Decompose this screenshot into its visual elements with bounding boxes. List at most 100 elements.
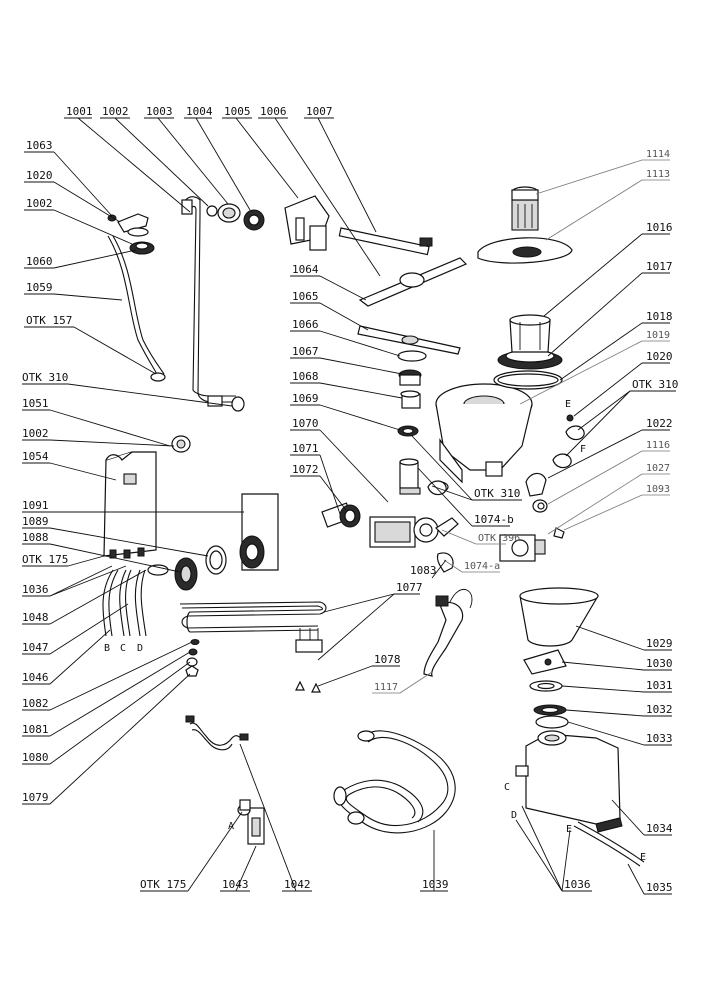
letter-c-tank: C [504,782,510,793]
softener-hose-1035-part [573,821,645,867]
hoses-bcd-part [102,569,147,637]
callout-1046: 1046 [22,671,49,684]
letter-c: C [120,643,126,654]
wash-pump-part [369,516,459,548]
bushing-stack-part [397,350,427,437]
callout-1022: 1022 [646,417,673,430]
upper-spray-arm-part [284,195,433,256]
letter-e-hose: E [640,852,646,863]
callout-1029: 1029 [646,637,673,650]
callout-1083: 1083 [410,564,437,577]
callout-1051: 1051 [22,397,49,410]
callout-1036-right: 1036 [564,878,591,891]
callout-1059: 1059 [26,281,53,294]
callout-1004: 1004 [186,105,213,118]
callout-1065: 1065 [292,290,319,303]
callout-1042: 1042 [284,878,311,891]
callout-1039: 1039 [422,878,449,891]
letter-a: A [228,821,234,832]
callout-1069: 1069 [292,392,319,405]
dispenser-1054-part [103,435,191,576]
letter-d-tank: D [511,810,517,821]
letter-e-tank: E [566,824,572,835]
callout-1048: 1048 [22,611,49,624]
hose-1083-part [436,552,454,573]
callout-1093: 1093 [646,484,670,495]
callout-1027: 1027 [646,463,670,474]
callout-1082: 1082 [22,697,49,710]
callout-1019: 1019 [646,330,670,341]
callout-1018: 1018 [646,310,673,323]
callout-1064: 1064 [292,263,319,276]
callout-otk157: OTK 157 [26,314,72,327]
inlet-valve-1043-part [237,799,265,845]
drain-hose-1039-part [333,730,456,834]
callout-otk175-bottom: OTK 175 [140,878,186,891]
callout-1006: 1006 [260,105,287,118]
callout-labels: 1001 1002 1003 1004 1005 1006 1007 1063 … [22,105,678,894]
callout-1117: 1117 [374,682,398,693]
callout-1002: 1002 [102,105,129,118]
callout-1071: 1071 [292,442,319,455]
callout-1072: 1072 [292,463,319,476]
callout-otk396: OTK 396 [478,533,520,544]
callout-otk310-center: OTK 310 [474,487,520,500]
callout-1002-left: 1002 [26,197,53,210]
callout-1007: 1007 [306,105,333,118]
callout-otk310-right: OTK 310 [632,378,678,391]
callout-1114: 1114 [646,149,670,160]
callout-1017: 1017 [646,260,673,273]
micro-filter-part [477,186,573,264]
callout-1067: 1067 [292,345,319,358]
callout-1005: 1005 [224,105,251,118]
callout-1016: 1016 [646,221,673,234]
callout-1032: 1032 [646,703,673,716]
small-fittings-part [185,639,200,677]
callout-1002-mid: 1002 [22,427,49,440]
callout-1001: 1001 [66,105,93,118]
callout-1074-b: 1074-b [474,513,514,526]
callout-1031: 1031 [646,679,673,692]
lower-spray-arm-1064-part [358,257,468,307]
feet-1078-part [295,680,321,693]
callout-1030: 1030 [646,657,673,670]
callout-1047: 1047 [22,641,49,654]
callout-1077: 1077 [396,581,423,594]
inlet-assembly-part [107,213,155,255]
callout-otk175-left: OTK 175 [22,553,68,566]
letter-e-top: E [565,399,571,410]
hose-clamps-part [427,414,585,513]
callout-1003: 1003 [146,105,173,118]
letter-markers: B C D A E F C D E E [104,399,646,863]
salt-funnel-1029-part [519,587,599,647]
pipe-fittings-part [206,203,265,231]
callout-1063: 1063 [26,139,53,152]
spray-arm-1065-part [357,325,461,355]
softener-parts-part [523,649,569,729]
sump-1019-part [435,383,533,484]
callout-1054: 1054 [22,450,49,463]
wire-1042-part [185,715,249,751]
callout-1079: 1079 [22,791,49,804]
letter-b: B [104,643,110,654]
letter-f: F [580,444,586,455]
callout-1074-a: 1074-a [464,561,500,572]
softener-tank-1034-part [515,730,623,833]
callout-1035: 1035 [646,881,673,894]
leader-lines [22,117,676,895]
callout-1088: 1088 [22,531,49,544]
hose-1059-part [107,235,166,382]
heater-element-1077-part [179,601,327,653]
callout-otk310-left: OTK 310 [22,371,68,384]
callout-1113: 1113 [646,169,670,180]
callout-1043: 1043 [222,878,249,891]
callout-1068: 1068 [292,370,319,383]
seal-ring-1018-part [493,370,563,390]
callout-1089: 1089 [22,515,49,528]
callout-1060: 1060 [26,255,53,268]
callout-1078: 1078 [374,653,401,666]
callout-1091: 1091 [22,499,49,512]
drain-hose-1117-part [423,589,473,677]
callout-1080: 1080 [22,751,49,764]
